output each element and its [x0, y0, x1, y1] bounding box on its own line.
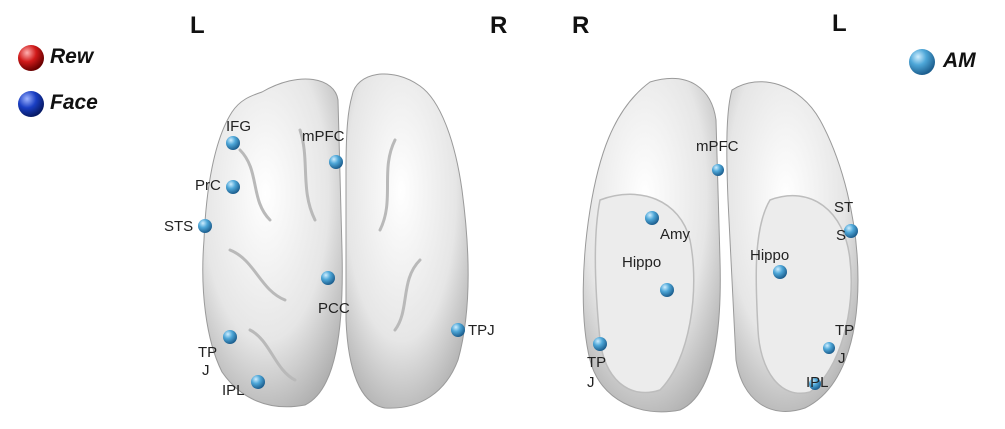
label-hippo-right: Hippo — [622, 254, 661, 272]
label-tpj-ventral-left-line2: J — [838, 350, 846, 368]
hemi-label-left-panel-right: R — [490, 12, 507, 40]
legend-face-label: Face — [50, 91, 98, 115]
label-tpj-right: TPJ — [468, 322, 495, 340]
legend-am-dot — [909, 49, 935, 75]
node-pcc — [321, 271, 335, 285]
node-mpfc-dorsal — [329, 155, 343, 169]
node-tpj-ventral-left — [823, 342, 835, 354]
node-sts — [198, 219, 212, 233]
node-tpj-left — [223, 330, 237, 344]
label-prc: PrC — [195, 177, 221, 195]
label-ifg: IFG — [226, 118, 251, 136]
label-tpj-left-line1: TP — [198, 344, 217, 362]
legend-rew-label: Rew — [50, 45, 93, 69]
label-hippo-left: Hippo — [750, 247, 789, 265]
node-mpfc-ventral — [712, 164, 724, 176]
node-amy — [645, 211, 659, 225]
node-sts-ventral — [844, 224, 858, 238]
label-amy: Amy — [660, 226, 690, 244]
hemi-label-right-panel-left: R — [572, 12, 589, 40]
node-hippo-left — [773, 265, 787, 279]
node-hippo-right — [660, 283, 674, 297]
label-sts-ventral-line1: ST — [834, 199, 853, 217]
label-tpj-ventral-left-line1: TP — [835, 322, 854, 340]
label-sts-ventral-line2: S — [836, 227, 846, 245]
label-sts: STS — [164, 218, 193, 236]
hemi-label-right-panel-right: L — [832, 10, 847, 38]
legend-am-label: AM — [943, 49, 976, 73]
label-ipl-left: IPL — [222, 382, 245, 400]
label-mpfc-dorsal: mPFC — [302, 128, 345, 146]
label-tpj-ventral-right-line1: TP — [587, 354, 606, 372]
node-tpj-ventral-right — [593, 337, 607, 351]
legend-rew-dot — [18, 45, 44, 71]
label-mpfc-ventral: mPFC — [696, 138, 739, 156]
brain-right-hemisphere-dorsal — [346, 74, 468, 408]
node-ipl-left — [251, 375, 265, 389]
hemi-label-left-panel-left: L — [190, 12, 205, 40]
node-tpj-right — [451, 323, 465, 337]
legend-face-dot — [18, 91, 44, 117]
label-tpj-ventral-right-line2: J — [587, 374, 595, 392]
node-prc — [226, 180, 240, 194]
node-ifg — [226, 136, 240, 150]
label-pcc: PCC — [318, 300, 350, 318]
label-tpj-left-line2: J — [202, 362, 210, 380]
label-ipl-ventral: IPL — [806, 374, 829, 392]
